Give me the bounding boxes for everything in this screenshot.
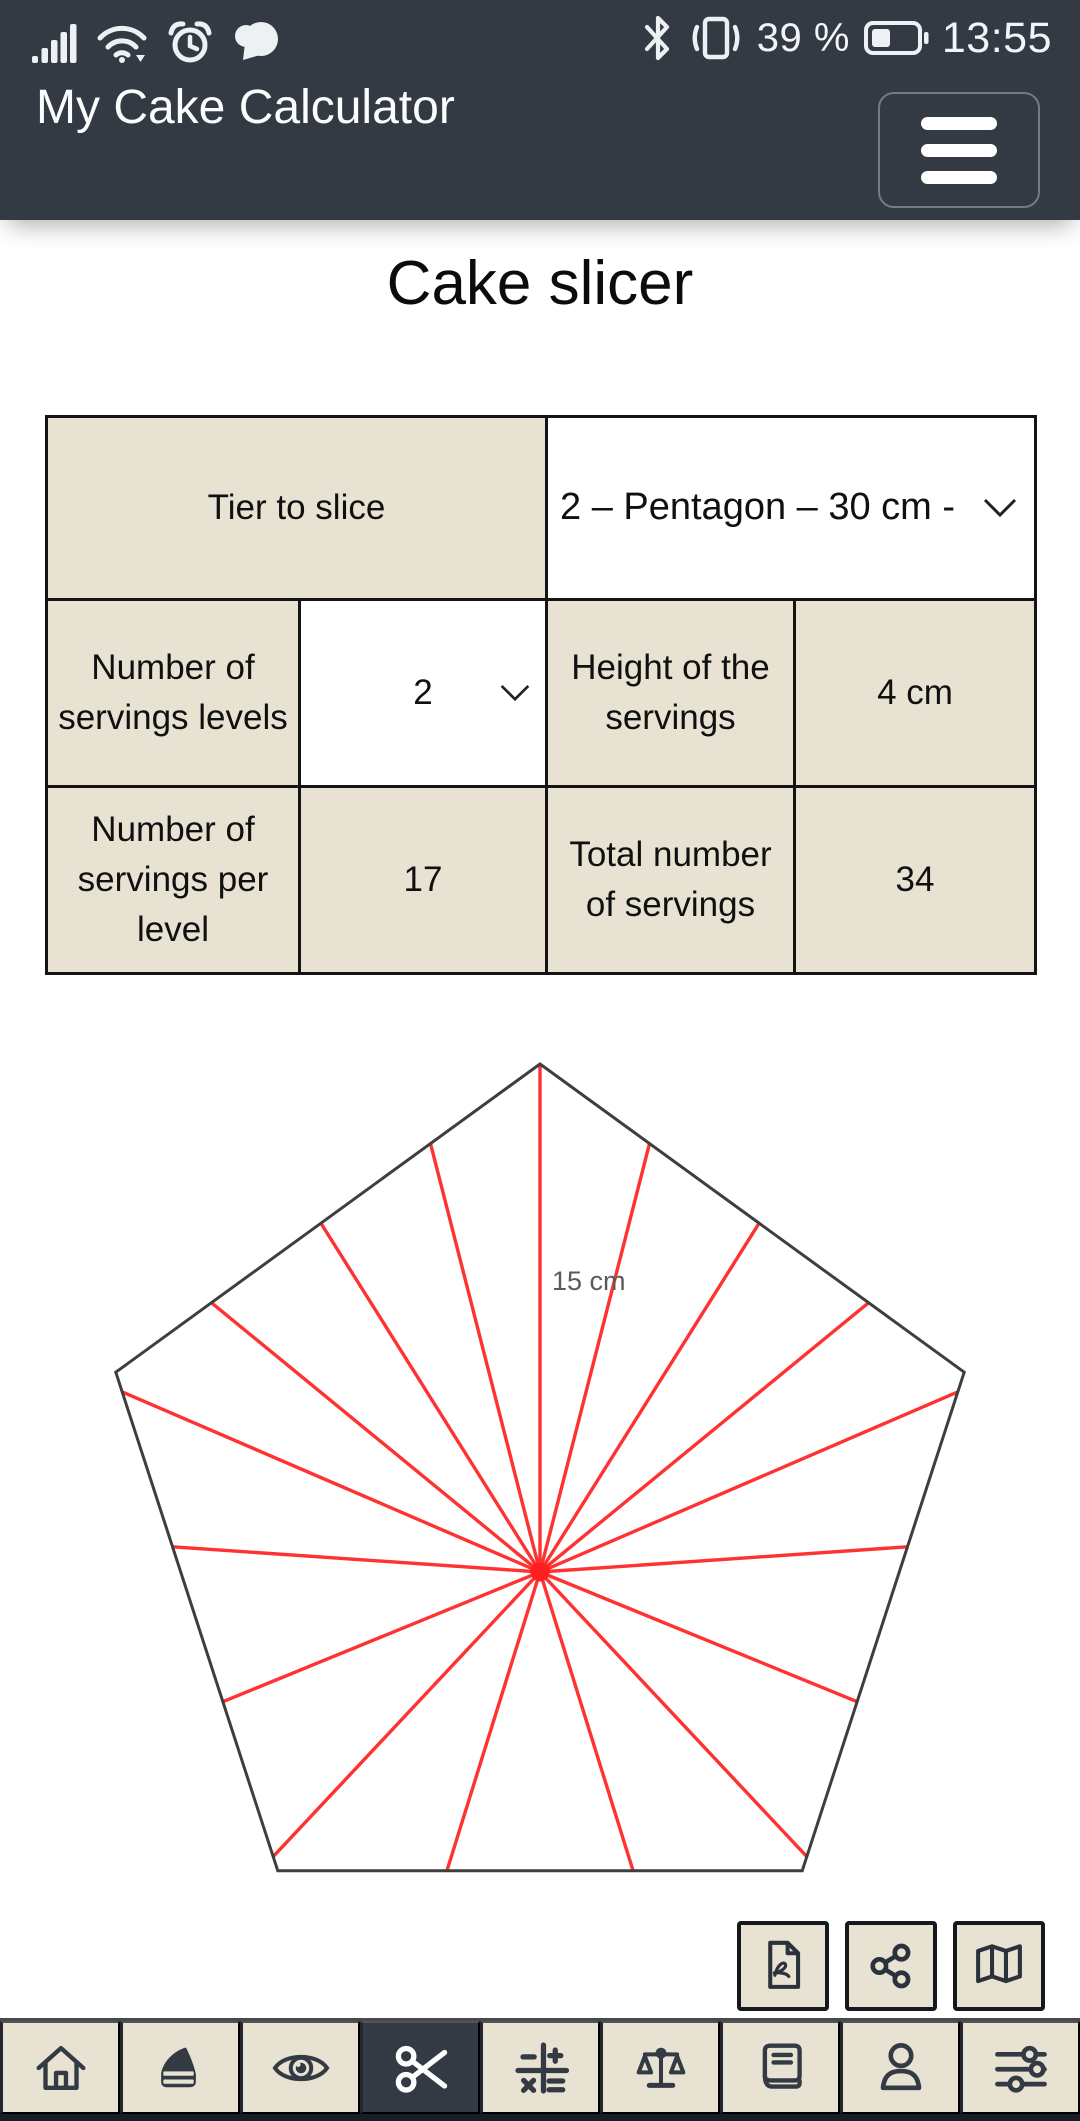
export-map-button[interactable] <box>953 1921 1045 2011</box>
cake-diagram: 15 cm <box>0 1048 1080 1898</box>
clock: 13:55 <box>941 13 1052 62</box>
export-buttons-row <box>737 1921 1045 2011</box>
pdf-file-icon <box>768 1940 801 1989</box>
tier-select-value: 2 – Pentagon – 30 cm - <box>560 486 956 529</box>
nav-item-comparator[interactable] <box>600 2021 720 2114</box>
page-title: Cake slicer <box>386 249 694 318</box>
tier-outline <box>114 1062 966 1873</box>
export-pdf-button[interactable] <box>737 1921 829 2011</box>
slice-center-dot <box>530 1562 550 1582</box>
math-operations-icon <box>514 2041 569 2094</box>
servings-levels-label: Number of servings levels <box>48 598 298 785</box>
share-button[interactable] <box>845 1921 937 2011</box>
total-servings-value: 34 <box>793 785 1034 972</box>
signal-icon <box>32 24 77 63</box>
map-icon <box>976 1944 1022 1984</box>
book-icon <box>762 2043 802 2089</box>
chevron-down-icon <box>500 684 530 702</box>
alarm-icon <box>168 21 212 63</box>
hamburger-icon <box>921 116 997 184</box>
radius-label: 15 cm <box>552 1266 626 1296</box>
servings-height-label: Height of the servings <box>545 598 793 785</box>
slicer-table: Tier to slice 2 – Pentagon – 30 cm - Num… <box>45 415 1037 975</box>
vibrate-icon <box>692 16 740 60</box>
menu-button[interactable] <box>878 92 1040 208</box>
tier-label: Tier to slice <box>48 418 545 598</box>
nav-item-view[interactable] <box>240 2021 360 2114</box>
battery-icon <box>863 21 929 55</box>
total-servings-label: Total number of servings <box>545 785 793 972</box>
chevron-down-icon <box>983 498 1017 518</box>
scale-icon <box>636 2047 685 2088</box>
nav-item-slicer[interactable] <box>360 2021 480 2114</box>
servings-per-level-label: Number of servings per level <box>48 785 298 972</box>
servings-levels-select[interactable]: 2 <box>298 598 545 785</box>
nav-item-settings[interactable] <box>960 2021 1080 2114</box>
app-title: My Cake Calculator <box>36 81 455 134</box>
status-bar-left <box>32 16 282 64</box>
person-icon <box>880 2042 921 2090</box>
nav-item-calculator[interactable] <box>480 2021 600 2114</box>
chat-icon <box>235 22 278 60</box>
servings-per-level-value: 17 <box>298 785 545 972</box>
bottom-nav <box>0 2018 1080 2121</box>
nav-item-profile[interactable] <box>840 2021 960 2114</box>
nav-item-recipes[interactable] <box>720 2021 840 2114</box>
scissors-icon <box>395 2045 447 2093</box>
wifi-icon <box>97 25 147 63</box>
eye-icon <box>272 2054 329 2081</box>
status-bar-right: 39 % 13:55 <box>641 12 1052 64</box>
servings-levels-value: 2 <box>413 673 433 713</box>
battery-percent: 39 % <box>756 15 850 60</box>
cake-slice-icon <box>160 2047 196 2087</box>
bluetooth-icon <box>644 15 669 61</box>
servings-height-value: 4 cm <box>793 598 1034 785</box>
home-icon <box>36 2045 85 2090</box>
sliders-icon <box>994 2045 1047 2093</box>
tier-select[interactable]: 2 – Pentagon – 30 cm - <box>545 418 1034 598</box>
nav-item-home[interactable] <box>0 2021 120 2114</box>
top-bar: 39 % 13:55 My Cake Calculator <box>0 0 1080 220</box>
nav-item-cake[interactable] <box>120 2021 240 2114</box>
share-icon <box>870 1943 911 1989</box>
